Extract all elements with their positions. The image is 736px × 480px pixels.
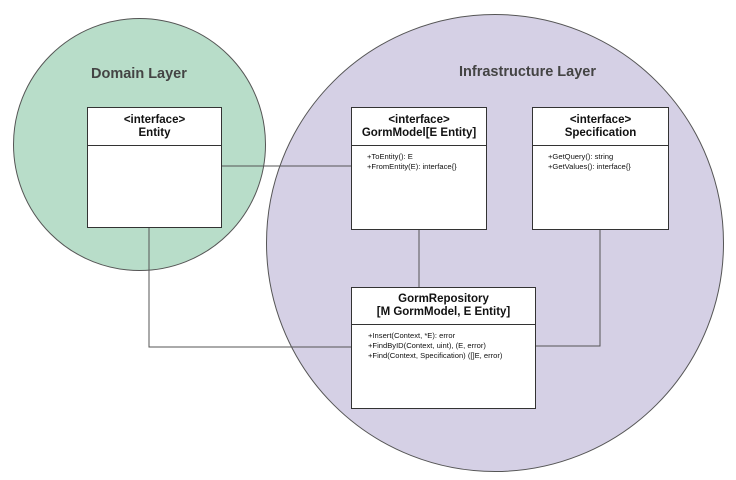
class-specification-stereotype: <interface> <box>569 113 632 126</box>
connector-specification-gormrepository <box>536 230 601 347</box>
class-gormrepository-generics: [M GormModel, E Entity] <box>376 306 511 318</box>
infrastructure-layer-title: Infrastructure Layer <box>459 64 596 80</box>
class-gormmodel: <interface> GormModel[E Entity] +ToEntit… <box>351 107 487 230</box>
class-specification-header: <interface> Specification <box>533 108 668 146</box>
class-gormrepository-members: +Insert(Context, *E): error +FindByID(Co… <box>352 325 535 361</box>
class-gormrepository-header: GormRepository [M GormModel, E Entity] <box>352 288 535 325</box>
class-gormmodel-stereotype: <interface> <box>388 113 450 126</box>
domain-layer-title: Domain Layer <box>91 66 187 82</box>
class-entity: <interface> Entity <box>87 107 222 228</box>
class-gormrepository: GormRepository [M GormModel, E Entity] +… <box>351 287 536 409</box>
member-from-entity: +FromEntity(E): interface{} <box>367 162 457 171</box>
class-gormmodel-header: <interface> GormModel[E Entity] <box>352 108 486 146</box>
class-specification-members: +GetQuery(): string +GetValues(): interf… <box>533 146 668 172</box>
member-get-query: +GetQuery(): string <box>548 152 614 161</box>
class-entity-members <box>88 146 221 152</box>
connector-entity-gormrepository <box>148 228 351 348</box>
class-gormmodel-name: GormModel[E Entity] <box>361 126 477 139</box>
class-gormmodel-members: +ToEntity(): E +FromEntity(E): interface… <box>352 146 486 172</box>
class-gormrepository-name: GormRepository <box>398 293 489 305</box>
class-specification-name: Specification <box>564 126 637 139</box>
class-specification: <interface> Specification +GetQuery(): s… <box>532 107 669 230</box>
member-find-by-id: +FindByID(Context, uint), (E, error) <box>368 341 486 350</box>
member-insert: +Insert(Context, *E): error <box>368 331 456 340</box>
member-get-values: +GetValues(): interface{} <box>548 162 631 171</box>
member-to-entity: +ToEntity(): E <box>367 152 413 161</box>
class-entity-stereotype: <interface> <box>123 113 186 126</box>
class-entity-name: Entity <box>138 126 171 139</box>
class-entity-header: <interface> Entity <box>88 108 221 146</box>
member-find: +Find(Context, Specification) ([]E, erro… <box>368 351 503 360</box>
